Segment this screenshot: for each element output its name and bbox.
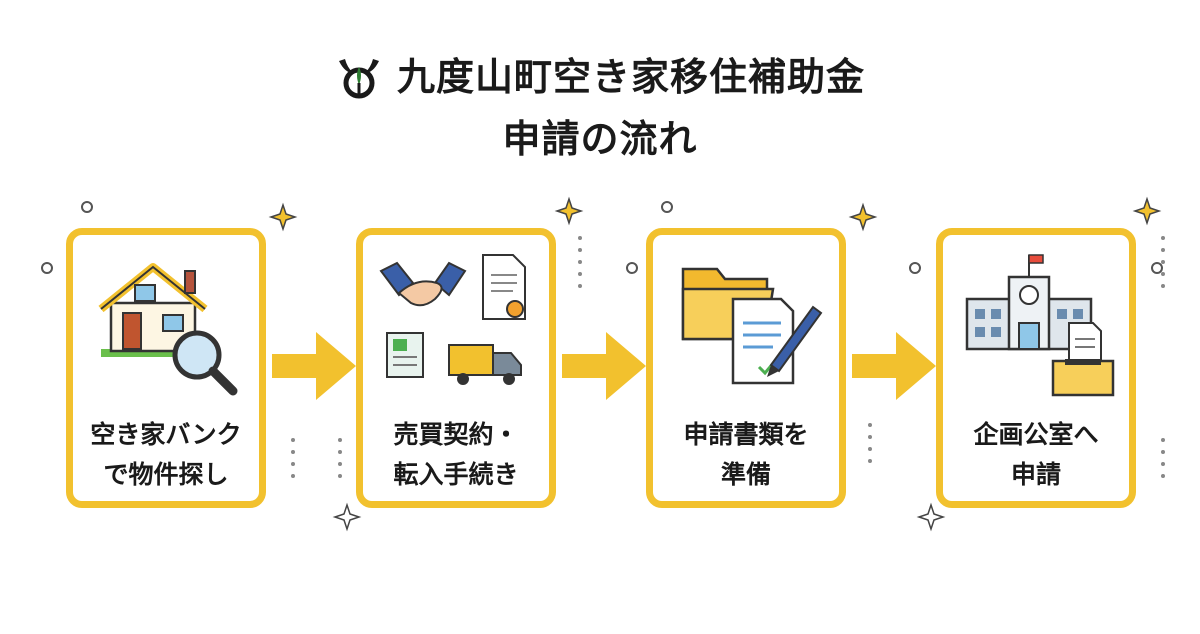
header: 九度山町空き家移住補助金 申請の流れ [0, 52, 1200, 164]
newspaper-icon [386, 332, 424, 378]
step4-illustration [965, 254, 1115, 397]
step-card-4: 企画公室へ 申請 [936, 228, 1136, 508]
step-card-1: 空き家バンク で物件探し [66, 228, 266, 508]
certificate-icon [482, 254, 526, 320]
step-label-2: 売買契約・ 転入手続き [393, 420, 519, 489]
magnifier-icon [172, 330, 238, 396]
handshake-icon [379, 261, 467, 307]
step3-illustration [681, 267, 823, 385]
step-label-1: 空き家バンク で物件探し [90, 420, 242, 489]
arrow-right-icon [272, 332, 356, 400]
step-label-3: 申請書類を 準備 [683, 420, 809, 489]
document-icon [731, 297, 795, 385]
page-subtitle: 申請の流れ [502, 117, 698, 161]
town-emblem-icon [338, 59, 379, 99]
step2-illustration [379, 254, 526, 385]
step-card-3: 申請書類を 準備 [646, 228, 846, 508]
arrow-right-icon [562, 332, 646, 400]
step1-illustration [98, 263, 238, 396]
arrow-right-icon [852, 332, 936, 400]
page-title: 九度山町空き家移住補助金 [396, 55, 865, 99]
step-label-4: 企画公室へ 申請 [973, 420, 1099, 489]
step-card-2: 売買契約・ 転入手続き [356, 228, 556, 508]
truck-icon [448, 344, 522, 385]
pen-icon [767, 305, 823, 377]
ballot-box-icon [1051, 322, 1115, 397]
title-row: 九度山町空き家移住補助金 [0, 52, 1200, 102]
